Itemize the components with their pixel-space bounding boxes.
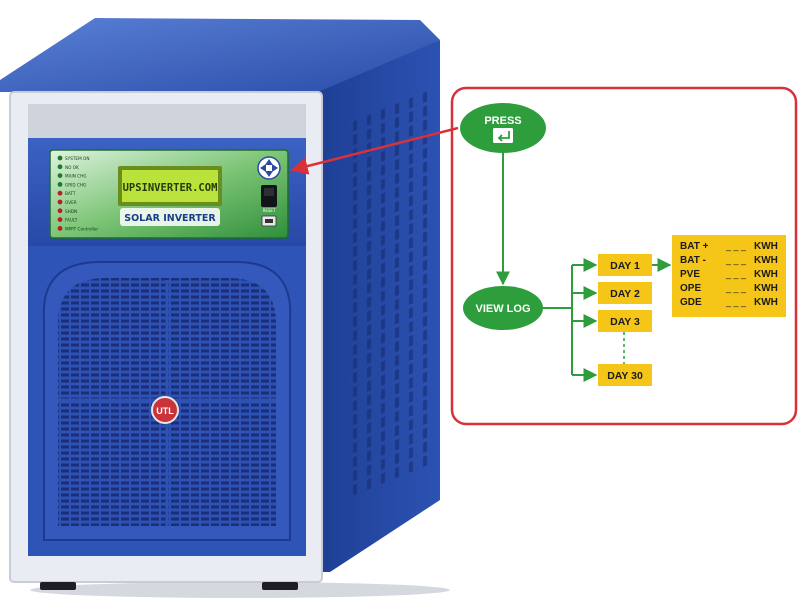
log-entry-blank: _ _ _ xyxy=(725,255,747,265)
day-30-box xyxy=(598,364,652,386)
enter-key-glyph xyxy=(497,131,510,142)
reset-label: RESET xyxy=(263,208,276,213)
log-entry-unit: KWH xyxy=(754,241,778,252)
log-entry-unit: KWH xyxy=(754,283,778,294)
indicator-led xyxy=(57,226,63,231)
view-log-label: VIEW LOG xyxy=(476,303,531,315)
nav-keypad-ring[interactable] xyxy=(257,156,281,180)
log-entry-unit: KWH xyxy=(754,297,778,308)
day-1-label: DAY 1 xyxy=(610,260,640,272)
lcd-text: UPSINVERTER.COM xyxy=(123,182,218,194)
day-3-box xyxy=(598,310,652,332)
day-1-box xyxy=(598,254,652,276)
indicator-label: NO OK xyxy=(65,165,79,170)
logo-text: UTL xyxy=(156,406,174,416)
down-arrow-icon[interactable] xyxy=(265,171,273,177)
device-top-lid xyxy=(0,18,440,92)
log-entry-unit: KWH xyxy=(754,269,778,280)
indicator-led xyxy=(57,190,63,196)
up-arrow-icon[interactable] xyxy=(265,159,273,165)
day-boxes: DAY 1 DAY 2 DAY 3 DAY 30 xyxy=(598,254,652,386)
brand-label: SOLAR INVERTER xyxy=(124,213,216,224)
indicator-label: MPPT Controller xyxy=(65,226,98,231)
callout-pointer xyxy=(290,126,459,175)
press-label: PRESS xyxy=(484,115,521,127)
indicator-label: FAULT xyxy=(65,218,78,223)
indicator-label: BATT xyxy=(65,191,76,196)
indicator-label: SHDN xyxy=(65,209,77,214)
flow-connectors xyxy=(496,153,672,382)
indicator-label: GRID CHG xyxy=(65,182,86,187)
log-entry-blank: _ _ _ xyxy=(725,269,747,279)
inverter-device: SYSTEM ON NO OK MAIN CHG GRID CHG BATT OVER SH… xyxy=(0,18,450,598)
log-entry-label: BAT + xyxy=(680,241,709,252)
indicator-led xyxy=(57,217,63,223)
day-3-label: DAY 3 xyxy=(610,316,640,328)
indicator-led xyxy=(57,173,63,179)
day-2-label: DAY 2 xyxy=(610,288,640,300)
usb-port-slot xyxy=(265,219,273,223)
indicator-led xyxy=(57,164,63,170)
foot-right xyxy=(262,582,298,590)
device-shadow xyxy=(30,582,450,598)
log-entry-label: GDE xyxy=(680,297,702,308)
log-entry-unit: KWH xyxy=(754,255,778,266)
indicator-led xyxy=(57,155,63,161)
log-box-bg xyxy=(672,235,786,317)
log-entry-label: OPE xyxy=(680,283,701,294)
indicator-label: OVER xyxy=(65,200,77,205)
indicator-led xyxy=(57,199,63,205)
log-rows: BAT + _ _ _ KWH BAT - _ _ _ KWH PVE _ _ _ KWH OPE… xyxy=(680,241,778,308)
logo-disc xyxy=(151,396,179,424)
press-node: PRESS xyxy=(460,103,546,153)
power-switch-rocker[interactable] xyxy=(264,188,274,196)
side-vents xyxy=(345,86,430,501)
day-2-box xyxy=(598,282,652,304)
control-panel: SYSTEM ON NO OK MAIN CHG GRID CHG BATT OVER SH… xyxy=(49,149,289,239)
log-entry-label: BAT - xyxy=(680,255,706,266)
indicator-led xyxy=(57,182,63,187)
foot-left xyxy=(40,582,76,590)
left-arrow-icon[interactable] xyxy=(260,164,266,172)
enter-key-icon xyxy=(493,128,513,143)
indicator-led xyxy=(57,208,63,214)
brand-logo: UTL xyxy=(151,396,179,424)
log-entry-blank: _ _ _ xyxy=(725,297,747,307)
log-entry-blank: _ _ _ xyxy=(725,241,747,251)
view-log-node: VIEW LOG xyxy=(463,286,543,330)
lcd-screen xyxy=(122,170,218,202)
day-30-label: DAY 30 xyxy=(607,370,643,382)
right-arrow-icon[interactable] xyxy=(272,164,278,172)
brand-plate xyxy=(120,208,220,226)
indicator-list: SYSTEM ON NO OK MAIN CHG GRID CHG BATT OVER SH… xyxy=(57,155,98,231)
top-recess xyxy=(28,104,306,138)
view-log-ellipse xyxy=(463,286,543,330)
indicator-label: SYSTEM ON xyxy=(65,156,89,161)
nav-keypad[interactable] xyxy=(257,156,281,180)
log-entry-blank: _ _ _ xyxy=(725,283,747,293)
log-entry-label: PVE xyxy=(680,269,700,280)
indicator-label: MAIN CHG xyxy=(65,174,87,179)
log-entries-box: BAT + _ _ _ KWH BAT - _ _ _ KWH PVE _ _ _ KWH OPE… xyxy=(672,235,786,317)
